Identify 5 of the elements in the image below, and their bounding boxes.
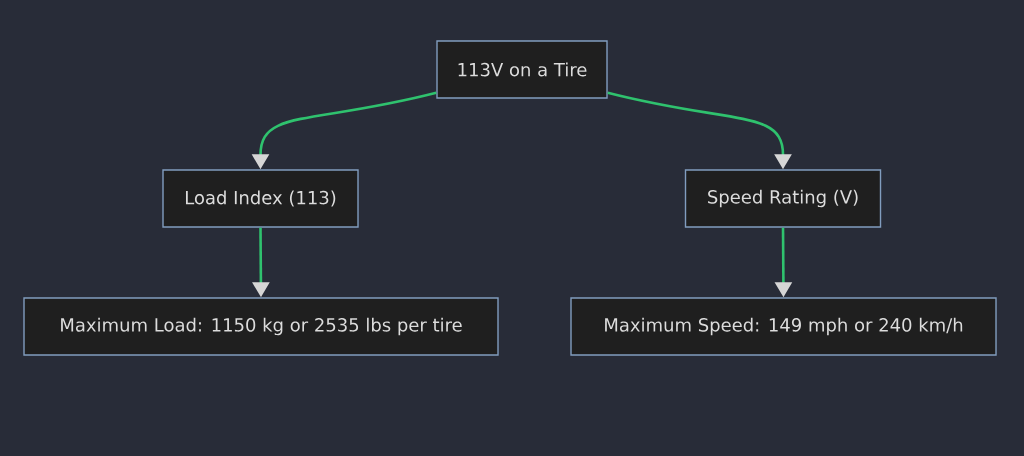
process-box: Load Index (113) (162, 169, 359, 228)
process-box: 113V on a Tire (436, 40, 608, 99)
process-box: Speed Rating (V) (684, 169, 882, 228)
process-box: Maximum Load: 1150 kg or 2535 lbs per tire (23, 297, 499, 356)
process-box: Maximum Speed: 149 mph or 240 km/h (570, 297, 997, 356)
